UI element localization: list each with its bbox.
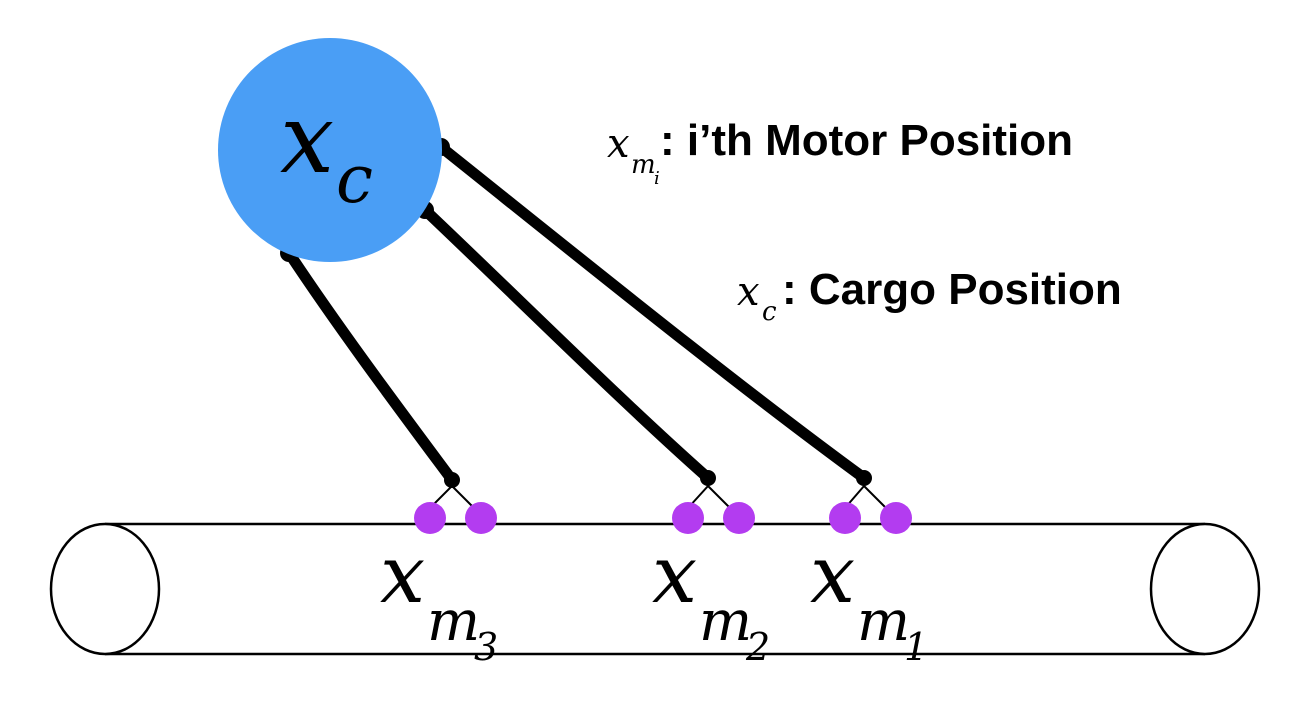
svg-text:m: m — [631, 150, 656, 180]
cargo — [218, 38, 442, 262]
microtubule-left-end — [49, 522, 161, 656]
svg-text:c: c — [762, 297, 777, 327]
motor-2-head-left — [672, 502, 704, 534]
motor-1-head-left — [829, 502, 861, 534]
motor-3 — [414, 480, 497, 534]
legend-cargo-position: x c : Cargo Position — [737, 265, 1122, 327]
tether-motor-3 — [280, 244, 460, 488]
motor-label-1: x m 1 — [810, 528, 928, 669]
motor-label-2: x m 2 — [652, 528, 770, 669]
svg-text:m: m — [427, 589, 480, 654]
motor-1-head-right — [880, 502, 912, 534]
legend-motor-position: x m i : i’th Motor Position — [607, 116, 1073, 189]
svg-text:i: i — [654, 168, 660, 189]
svg-text:2: 2 — [745, 625, 770, 669]
motor-label-3: x m 3 — [380, 528, 498, 669]
svg-text:x: x — [380, 528, 425, 621]
svg-text:3: 3 — [474, 625, 498, 669]
svg-text:m: m — [857, 589, 910, 654]
motor-2 — [672, 478, 755, 534]
motor-3-head-right — [465, 502, 497, 534]
svg-text:m: m — [699, 589, 752, 654]
svg-text:x: x — [607, 121, 630, 167]
cargo-symbol: x — [280, 83, 334, 195]
motor-1 — [829, 478, 912, 534]
motor-3-head-left — [414, 502, 446, 534]
svg-text:x: x — [810, 528, 855, 621]
svg-text:1: 1 — [904, 625, 928, 669]
svg-text:: Cargo Position: : Cargo Position — [782, 265, 1122, 314]
microtubule — [49, 522, 1261, 656]
svg-text:: i’th Motor Position: : i’th Motor Position — [660, 116, 1073, 165]
svg-text:x: x — [737, 269, 760, 315]
svg-text:x: x — [652, 528, 697, 621]
cargo-label: x c — [280, 83, 373, 218]
cargo-subscript: c — [336, 141, 373, 218]
motor-2-head-right — [723, 502, 755, 534]
microtubule-right-end — [1149, 522, 1261, 656]
